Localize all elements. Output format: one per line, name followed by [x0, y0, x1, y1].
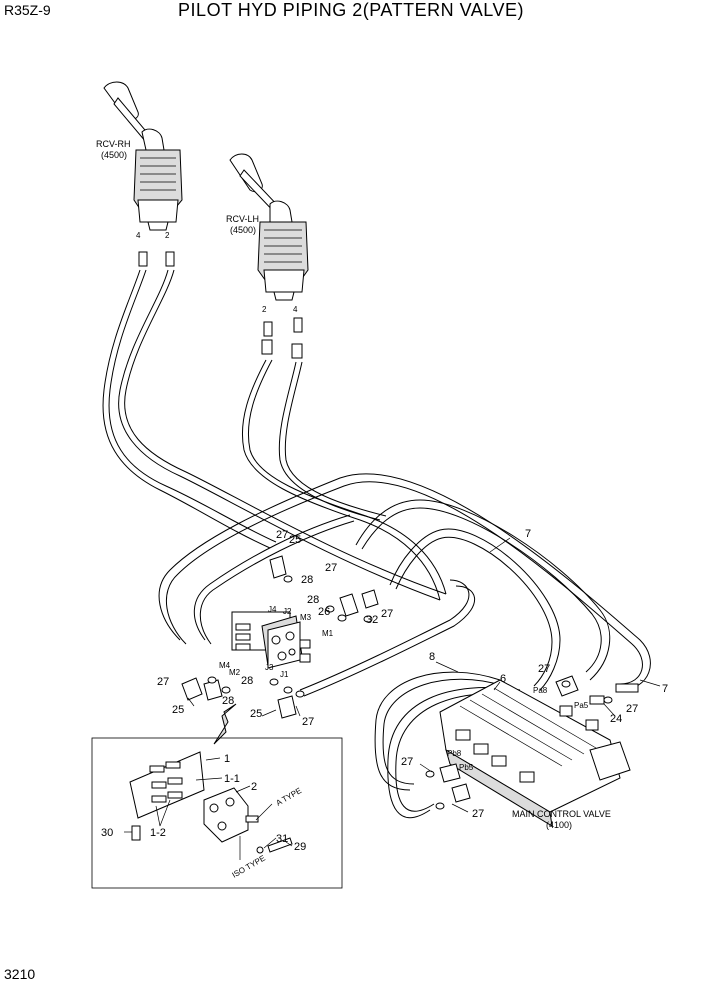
rcv-rh-port-4: 4	[136, 231, 141, 240]
callout-25: 25	[172, 704, 184, 716]
callout-28: 28	[241, 675, 253, 687]
callout-27: 27	[401, 756, 413, 768]
rcv-lh-port-4: 4	[293, 305, 298, 314]
rcv-lh-ref: (4500)	[230, 225, 256, 235]
callout-27: 27	[157, 676, 169, 688]
pattern-valve-assembly	[231, 611, 311, 669]
callout-27: 27	[302, 716, 314, 728]
callout-7: 7	[525, 528, 531, 540]
callout-leaders	[187, 537, 661, 813]
port-M2: M2	[229, 668, 241, 677]
rcv-lh-joystick	[229, 153, 309, 301]
detail-callout-1-2: 1-2	[150, 827, 166, 839]
port-Pb5: Pb5	[459, 763, 474, 772]
callout-27: 27	[381, 608, 393, 620]
port-J2: J2	[283, 607, 292, 616]
rcv-lh-port-2: 2	[262, 305, 267, 314]
port-Pa8: Pa8	[533, 686, 548, 695]
callout-27: 27	[626, 703, 638, 715]
callout-28: 28	[307, 594, 319, 606]
joystick-fittings	[138, 251, 303, 359]
rcv-rh-joystick	[103, 81, 183, 231]
iso-type-label: ISO TYPE	[231, 854, 267, 880]
callout-8: 8	[429, 651, 435, 663]
rcv-rh-port-2: 2	[165, 231, 170, 240]
hose-routing	[102, 269, 651, 819]
detail-pointer-arrow	[213, 703, 237, 745]
main-control-valve	[425, 675, 639, 827]
callout-7: 7	[662, 683, 668, 695]
callout-26: 26	[318, 606, 330, 618]
callout-6: 6	[500, 673, 506, 685]
rcv-rh-label: RCV-RH	[96, 139, 131, 149]
main-control-valve-label: MAIN CONTROL VALVE	[512, 809, 611, 819]
callout-25: 25	[250, 708, 262, 720]
port-M4: M4	[219, 661, 231, 670]
detail-callout-29: 29	[294, 841, 306, 853]
elbow-fittings	[181, 555, 379, 719]
callout-27: 27	[276, 529, 288, 541]
port-M1: M1	[322, 629, 334, 638]
callout-27: 27	[472, 808, 484, 820]
port-Pa5: Pa5	[574, 701, 589, 710]
detail-callout-1-1: 1-1	[224, 773, 240, 785]
model-code: R35Z-9	[4, 2, 51, 18]
callout-28: 28	[222, 695, 234, 707]
callout-24: 24	[610, 713, 622, 725]
rcv-rh-ref: (4500)	[101, 150, 127, 160]
a-type-label: A TYPE	[275, 786, 304, 808]
port-J4: J4	[268, 605, 277, 614]
detail-leaders	[124, 757, 293, 849]
callout-27: 27	[538, 663, 550, 675]
port-J3: J3	[265, 663, 274, 672]
page-number: 3210	[4, 966, 36, 982]
detail-callout-31: 31	[276, 833, 288, 845]
page-title: PILOT HYD PIPING 2(PATTERN VALVE)	[178, 0, 524, 20]
detail-callout-2: 2	[251, 781, 257, 793]
port-M3: M3	[300, 613, 312, 622]
callout-28: 28	[301, 574, 313, 586]
callout-32: 32	[366, 614, 378, 626]
detail-inset-frame	[91, 737, 343, 889]
callout-27: 27	[325, 562, 337, 574]
detail-inset-parts	[129, 751, 293, 860]
callout-25: 25	[289, 534, 301, 546]
port-Pb8: Pb8	[447, 749, 462, 758]
detail-callout-30: 30	[101, 827, 113, 839]
rcv-lh-label: RCV-LH	[226, 214, 259, 224]
detail-callout-1: 1	[224, 753, 230, 765]
port-J1: J1	[280, 670, 289, 679]
main-control-valve-ref: (4100)	[546, 820, 572, 830]
